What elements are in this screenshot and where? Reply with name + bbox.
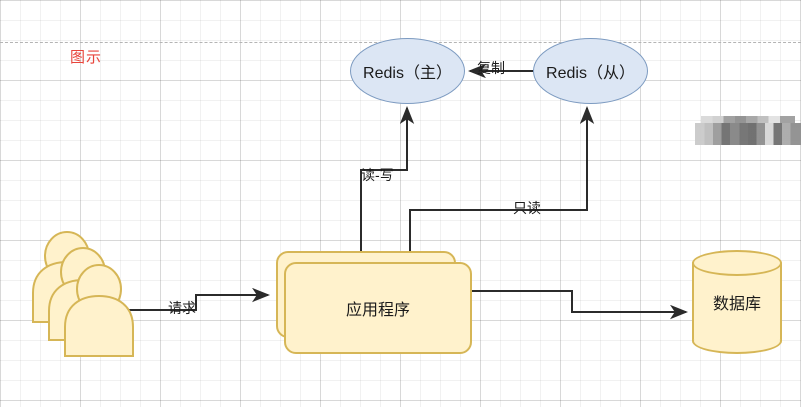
node-redis-master[interactable]: Redis（主）: [350, 38, 465, 104]
connector-readwrite: [360, 106, 415, 262]
edge-label-readonly: 只读: [513, 200, 541, 216]
node-database-label: 数据库: [712, 296, 761, 313]
node-redis-slave-label: Redis（从）: [546, 65, 635, 82]
connector-database: [472, 290, 688, 320]
redacted-watermark: [695, 116, 801, 145]
application-box-front: [284, 262, 472, 354]
database-cylinder-top: [692, 250, 782, 276]
connector-readonly: [409, 106, 595, 262]
node-application-label: 应用程序: [345, 302, 410, 319]
database-cylinder-body: [692, 263, 782, 341]
connector-request: [120, 287, 270, 311]
edge-label-request: 请求: [168, 300, 196, 316]
node-application[interactable]: 应用程序: [276, 251, 472, 354]
node-database[interactable]: 数据库: [692, 250, 782, 354]
node-redis-slave[interactable]: Redis（从）: [533, 38, 648, 104]
edge-label-readwrite: 读-写: [361, 167, 394, 183]
edge-label-replicate: 复制: [477, 60, 505, 76]
node-redis-master-label: Redis（主）: [363, 65, 452, 82]
legend-label: 图示: [70, 49, 103, 66]
actor-person-front: [64, 264, 134, 357]
redacted-watermark-top-row: [701, 116, 795, 123]
